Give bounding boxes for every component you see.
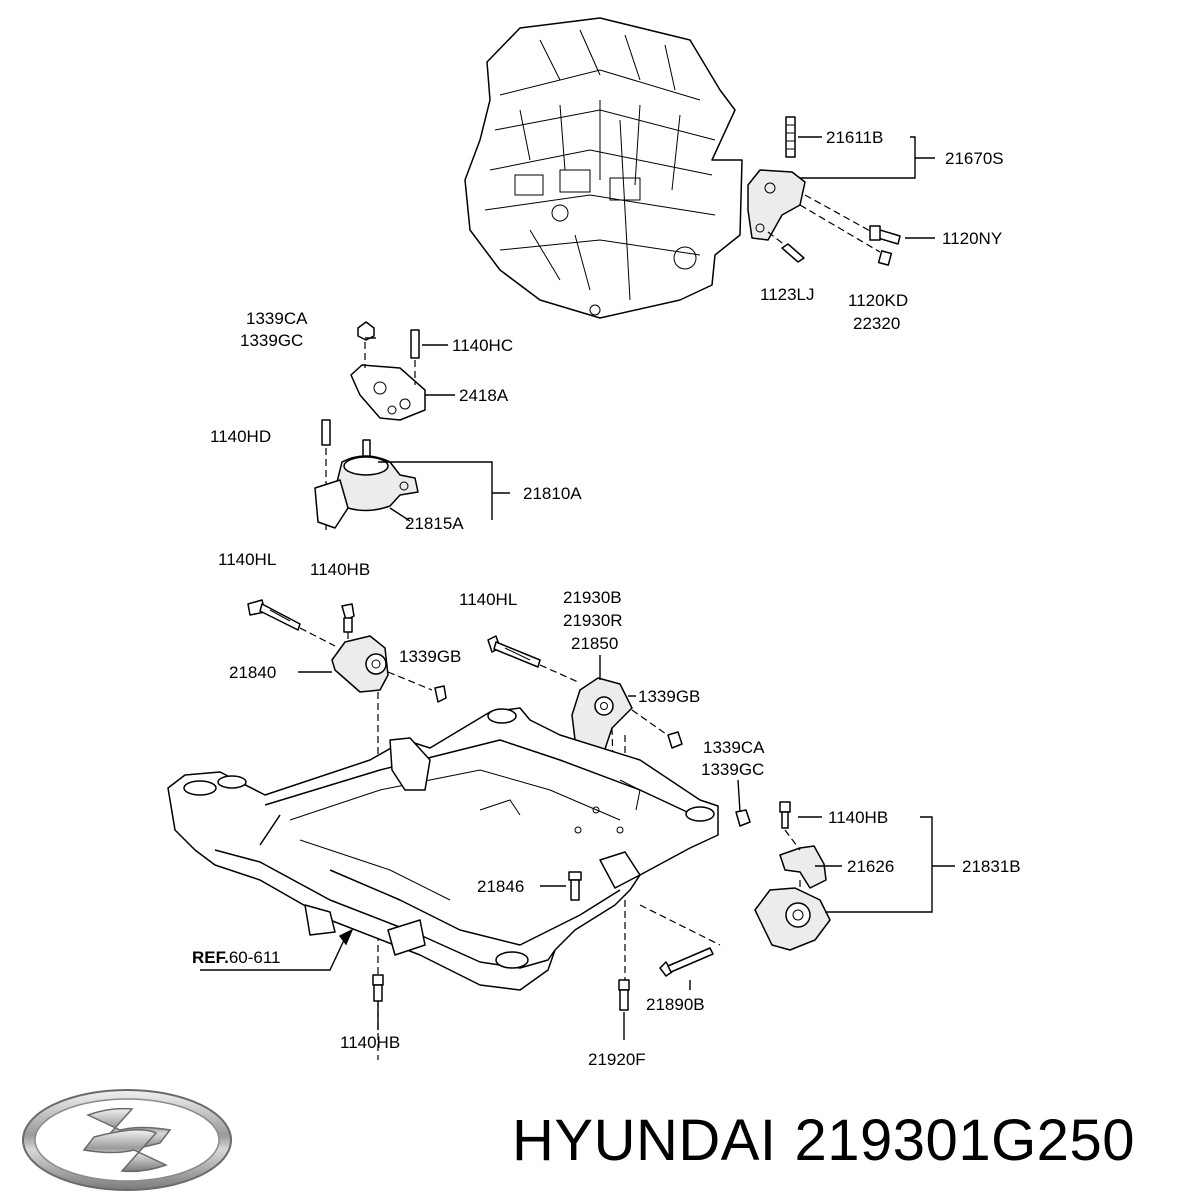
label-1140HB-bottom: 1140HB	[340, 1033, 400, 1052]
brand-name: HYUNDAI	[512, 1108, 777, 1173]
label-21626: 21626	[847, 857, 894, 876]
label-1140HB-right: 1140HB	[828, 808, 888, 827]
part-number: 219301G250	[794, 1108, 1135, 1173]
label-21850: 21850	[571, 634, 618, 653]
subframe-bolts	[372, 871, 721, 1011]
label-21930B: 21930B	[563, 588, 622, 607]
label-2418A: 2418A	[459, 386, 509, 405]
label-21810A: 21810A	[523, 484, 582, 503]
label-21815A: 21815A	[405, 514, 464, 533]
part-labels: 21611B 21670S 1120NY 1123LJ 1120KD 22320…	[192, 128, 1021, 1069]
label-1123LJ: 1123LJ	[760, 285, 815, 304]
parts-diagram: 21611B 21670S 1120NY 1123LJ 1120KD 22320…	[167, 17, 1021, 1069]
label-1339CA-right: 1339CA	[703, 738, 765, 757]
label-1339GC-right: 1339GC	[701, 760, 764, 779]
ref-label-number: 60-611	[229, 948, 281, 967]
engine-bracket-21670S	[747, 116, 901, 266]
engine-mount-21810A	[314, 419, 419, 530]
ref-label: REF.60-611	[192, 948, 281, 967]
label-1140HB-top: 1140HB	[310, 560, 370, 579]
brand-part-title: HYUNDAI 219301G250	[512, 1107, 1153, 1174]
label-21930R: 21930R	[563, 611, 623, 630]
hyundai-logo-icon	[22, 1089, 232, 1191]
label-1140HD: 1140HD	[210, 427, 271, 446]
label-21670S: 21670S	[945, 149, 1004, 168]
label-1339GC-top: 1339GC	[240, 331, 303, 350]
ref-label-bold: REF.	[192, 948, 229, 967]
mount-2418A	[350, 321, 426, 421]
label-1120NY: 1120NY	[942, 229, 1002, 248]
label-1339CA-top: 1339CA	[246, 309, 308, 328]
label-1140HL-left: 1140HL	[218, 550, 276, 569]
label-21920F: 21920F	[588, 1050, 646, 1069]
label-21611B: 21611B	[826, 128, 883, 147]
subframe	[167, 707, 719, 991]
label-1140HL-mid: 1140HL	[459, 590, 517, 609]
brand-footer: HYUNDAI 219301G250	[0, 1085, 1200, 1200]
engine-block	[464, 17, 743, 319]
label-1140HC: 1140HC	[452, 336, 513, 355]
label-1339GB-right: 1339GB	[638, 687, 700, 706]
mount-21831B	[735, 801, 831, 951]
label-1120KD: 1120KD	[848, 291, 908, 310]
label-22320: 22320	[853, 314, 900, 333]
label-21831B: 21831B	[962, 857, 1021, 876]
label-21846: 21846	[477, 877, 524, 896]
mount-21840	[247, 599, 447, 1060]
label-21840: 21840	[229, 663, 276, 682]
label-21890B: 21890B	[646, 995, 705, 1014]
label-1339GB-left: 1339GB	[399, 647, 461, 666]
